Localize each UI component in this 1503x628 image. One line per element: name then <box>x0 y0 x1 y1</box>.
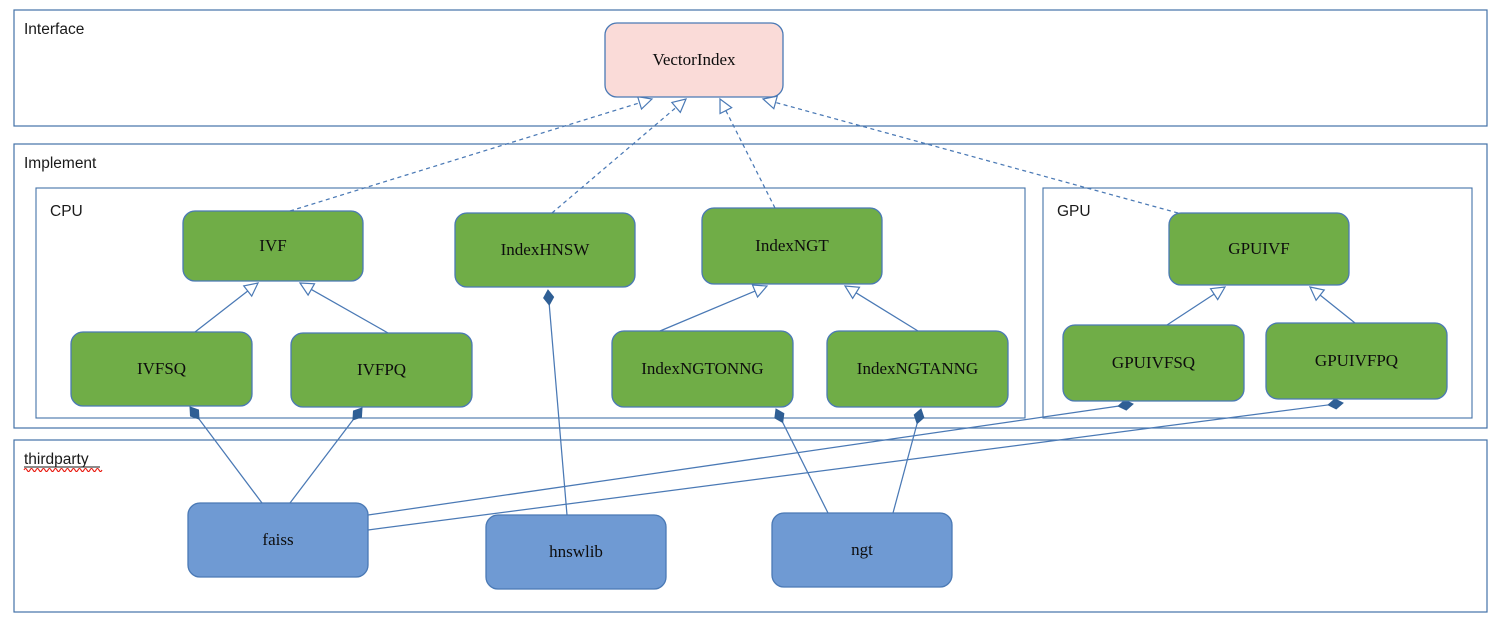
edge-line <box>289 102 640 212</box>
node-box[interactable] <box>771 512 953 588</box>
node-label-gpuivfpq: GPUIVFPQ <box>1315 351 1398 370</box>
edge-line <box>725 110 776 209</box>
hollow-triangle-icon <box>298 282 316 297</box>
node-box[interactable] <box>182 210 364 282</box>
edge-faiss-to-ivfpq <box>289 407 363 504</box>
edge-line <box>892 423 918 514</box>
hollow-triangle-icon <box>1308 286 1326 302</box>
node-box[interactable] <box>604 22 784 98</box>
node-label-vectorindex: VectorIndex <box>652 50 736 69</box>
edge-line <box>659 290 756 332</box>
node-label-indexngt: IndexNGT <box>755 236 829 255</box>
node-box[interactable] <box>187 502 369 578</box>
filled-diamond-icon <box>543 289 555 306</box>
class-node-indexhnsw[interactable]: IndexHNSW <box>454 212 636 288</box>
node-box[interactable] <box>70 331 253 407</box>
container-label-gpu: GPU <box>1057 203 1091 220</box>
class-node-gpuivfpq[interactable]: GPUIVFPQ <box>1265 322 1448 400</box>
edge-indexhnsw-to-vectorindex <box>551 98 688 214</box>
hollow-triangle-icon <box>670 98 688 114</box>
node-label-faiss: faiss <box>262 530 293 549</box>
node-label-gpuivf: GPUIVF <box>1228 239 1289 258</box>
node-box[interactable] <box>826 330 1009 408</box>
edge-ngt-to-indexngtanng <box>892 408 925 514</box>
node-box[interactable] <box>454 212 636 288</box>
edge-line <box>198 418 263 504</box>
hollow-triangle-icon <box>751 284 769 299</box>
node-label-hnswlib: hnswlib <box>549 542 603 561</box>
edge-ivf-to-vectorindex <box>289 95 654 212</box>
edge-indexngt-to-vectorindex <box>719 97 776 209</box>
filled-diamond-icon <box>774 408 785 424</box>
container-label-cpu: CPU <box>50 203 83 220</box>
filled-diamond-icon <box>913 408 925 425</box>
edge-faiss-to-gpuivfpq <box>367 398 1344 531</box>
class-node-ivf[interactable]: IVF <box>182 210 364 282</box>
node-box[interactable] <box>611 330 794 408</box>
edge-line <box>548 304 568 516</box>
node-label-indexhnsw: IndexHNSW <box>501 240 591 259</box>
edge-ivfpq-to-ivf <box>298 282 389 334</box>
edge-line <box>310 288 389 334</box>
node-box[interactable] <box>485 514 667 590</box>
class-node-gpuivfsq[interactable]: GPUIVFSQ <box>1062 324 1245 402</box>
edge-line <box>367 404 1329 531</box>
container-label-thirdparty: thirdparty <box>24 451 89 468</box>
container-label-interface: Interface <box>24 21 84 38</box>
relationship-edges-layer <box>189 95 1356 531</box>
node-label-indexngtonng: IndexNGTONNG <box>641 359 763 378</box>
node-label-gpuivfsq: GPUIVFSQ <box>1112 353 1195 372</box>
edge-line <box>551 106 677 214</box>
class-node-indexngtonng[interactable]: IndexNGTONNG <box>611 330 794 408</box>
class-node-faiss[interactable]: faiss <box>187 502 369 578</box>
edge-line <box>855 292 919 332</box>
edge-line <box>194 290 249 333</box>
hollow-triangle-icon <box>843 285 861 300</box>
class-node-ngt[interactable]: ngt <box>771 512 953 588</box>
filled-diamond-icon <box>189 406 200 420</box>
class-node-indexngt[interactable]: IndexNGT <box>701 207 883 285</box>
class-node-ivfpq[interactable]: IVFPQ <box>290 332 473 408</box>
hollow-triangle-icon <box>636 95 654 111</box>
edge-ivfsq-to-ivf <box>194 282 260 333</box>
edge-line <box>782 422 829 514</box>
node-box[interactable] <box>1062 324 1245 402</box>
node-box[interactable] <box>1265 322 1448 400</box>
node-label-indexngtanng: IndexNGTANNG <box>857 359 978 378</box>
node-label-ivf: IVF <box>259 236 286 255</box>
edge-line <box>367 405 1119 516</box>
hollow-triangle-icon <box>719 97 733 115</box>
spellcheck-underline-icon <box>23 467 103 473</box>
edge-line <box>289 419 354 504</box>
edge-line <box>1166 293 1215 326</box>
edge-hnswlib-to-indexhnsw <box>543 289 568 516</box>
class-node-vectorindex[interactable]: VectorIndex <box>604 22 784 98</box>
node-box[interactable] <box>1168 212 1350 286</box>
edge-gpuivfpq-to-gpuivf <box>1308 286 1356 324</box>
edge-line <box>1319 294 1356 324</box>
node-box[interactable] <box>701 207 883 285</box>
edge-indexngtanng-to-indexngt <box>843 285 919 332</box>
node-label-ngt: ngt <box>851 540 873 559</box>
filled-diamond-icon <box>352 407 363 421</box>
node-box[interactable] <box>290 332 473 408</box>
edge-indexngtonng-to-indexngt <box>659 284 769 332</box>
node-label-ivfpq: IVFPQ <box>357 360 406 379</box>
edge-ngt-to-indexngtonng <box>774 408 829 514</box>
edge-faiss-to-ivfsq <box>189 406 263 504</box>
class-node-hnswlib[interactable]: hnswlib <box>485 514 667 590</box>
node-label-ivfsq: IVFSQ <box>137 359 186 378</box>
class-node-indexngtanng[interactable]: IndexNGTANNG <box>826 330 1009 408</box>
filled-diamond-icon <box>1327 398 1344 410</box>
hollow-triangle-icon <box>242 282 260 298</box>
edge-line <box>775 101 1179 214</box>
class-node-ivfsq[interactable]: IVFSQ <box>70 331 253 407</box>
class-node-gpuivf[interactable]: GPUIVF <box>1168 212 1350 286</box>
hollow-triangle-icon <box>1209 286 1227 301</box>
container-label-implement: Implement <box>24 155 97 172</box>
edge-gpuivfsq-to-gpuivf <box>1166 286 1227 326</box>
